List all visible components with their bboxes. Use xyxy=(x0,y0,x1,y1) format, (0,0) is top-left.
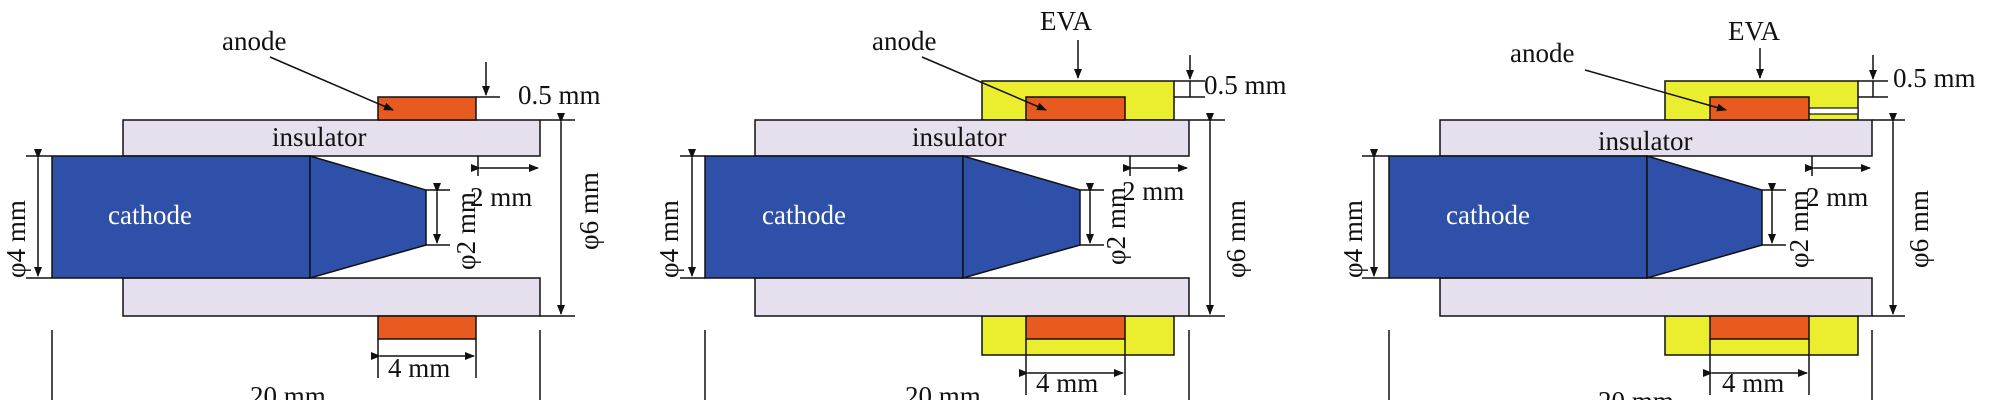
anode-label: anode xyxy=(1510,38,1574,68)
thickness-dimension: 0.5 mm xyxy=(476,62,601,110)
anode-bottom xyxy=(377,315,477,340)
anode-label: anode xyxy=(872,26,936,56)
anode-top xyxy=(1025,96,1126,121)
outer-diameter-dimension: φ6 mm xyxy=(1872,113,1934,317)
cathode-tip xyxy=(1646,154,1763,279)
thickness-dimension: 0.5 mm xyxy=(1174,55,1287,100)
total-length-value: 20 mm xyxy=(1598,386,1674,400)
anode-label: anode xyxy=(222,26,286,56)
panel-eva-gap: EVA anode insulator cathode 0.5 mm 2 mm … xyxy=(1338,16,1976,400)
eva-label: EVA xyxy=(1040,6,1093,36)
anode-top xyxy=(1709,96,1810,121)
insulator-bottom xyxy=(122,277,541,317)
gap-value: 2 mm xyxy=(470,182,532,212)
anode-length-value: 4 mm xyxy=(1722,368,1784,398)
gap-value: 2 mm xyxy=(1806,182,1868,212)
thickness-value: 0.5 mm xyxy=(1893,63,1976,93)
outer-diameter-value: φ6 mm xyxy=(1221,200,1251,278)
total-length-dimension: 20 mm xyxy=(704,330,1190,400)
tip-diameter-dimension: φ2 mm xyxy=(426,183,481,270)
tip-diameter-dimension: φ2 mm xyxy=(1762,183,1814,268)
eva-label: EVA xyxy=(1728,16,1781,46)
total-length-value: 20 mm xyxy=(905,381,981,400)
cathode-diameter-value: φ4 mm xyxy=(1,200,31,278)
anode-bottom xyxy=(1709,315,1810,340)
anode-length-dimension: 4 mm xyxy=(1703,339,1810,398)
insulator-bottom xyxy=(754,277,1190,317)
cathode-label: cathode xyxy=(762,200,846,230)
anode-bottom xyxy=(1025,315,1126,340)
gap-dimension: 2 mm xyxy=(1805,156,1871,212)
insulator-bottom xyxy=(1439,277,1873,317)
cathode-body xyxy=(1388,155,1648,279)
gap-value: 2 mm xyxy=(1122,176,1184,206)
outer-diameter-value: φ6 mm xyxy=(574,172,604,250)
cathode-body xyxy=(51,155,311,279)
cathode-diameter-value: φ4 mm xyxy=(654,200,684,278)
tip-diameter-value: φ2 mm xyxy=(1101,187,1131,265)
panel-bare: anode insulator cathode 0.5 mm 2 mm φ2 m… xyxy=(1,26,604,400)
cathode-diameter-dimension: φ4 mm xyxy=(1338,149,1389,279)
gap-dimension: 2 mm xyxy=(470,156,539,212)
cathode-body xyxy=(704,155,964,279)
thickness-value: 0.5 mm xyxy=(518,80,601,110)
cathode-label: cathode xyxy=(108,200,192,230)
outer-diameter-dimension: φ6 mm xyxy=(540,113,604,317)
cathode-diameter-value: φ4 mm xyxy=(1338,200,1368,278)
total-length-dimension: 20 mm xyxy=(51,330,541,400)
cathode-diameter-dimension: φ4 mm xyxy=(654,149,705,279)
insulator-label: insulator xyxy=(1598,126,1693,156)
insulator-top xyxy=(1439,119,1873,157)
anode-length-value: 4 mm xyxy=(1036,368,1098,398)
cathode-tip xyxy=(962,155,1081,279)
total-length-dimension: 20 mm xyxy=(1388,330,1873,400)
cathode-tip xyxy=(309,154,427,279)
thickness-dimension: 0.5 mm xyxy=(1858,55,1976,98)
anode-leader xyxy=(921,56,1047,111)
anode-length-dimension: 4 mm xyxy=(1019,339,1126,398)
anode-length-dimension: 4 mm xyxy=(371,339,477,383)
outer-diameter-dimension: φ6 mm xyxy=(1189,113,1251,317)
total-length-value: 20 mm xyxy=(250,381,326,400)
eva-slot xyxy=(1807,107,1859,115)
anode-top xyxy=(377,96,477,121)
insulator-label: insulator xyxy=(272,122,367,152)
anode-leader xyxy=(1584,69,1727,112)
gap-dimension: 2 mm xyxy=(1122,156,1188,206)
insulator-top xyxy=(122,119,541,157)
anode-length-value: 4 mm xyxy=(388,353,450,383)
cathode-label: cathode xyxy=(1446,200,1530,230)
thickness-value: 0.5 mm xyxy=(1204,70,1287,100)
cathode-diameter-dimension: φ4 mm xyxy=(1,149,52,279)
anode-leader xyxy=(269,56,394,111)
outer-diameter-value: φ6 mm xyxy=(1904,190,1934,268)
insulator-top xyxy=(754,119,1190,157)
tip-diameter-value: φ2 mm xyxy=(1784,190,1814,268)
panel-eva: EVA anode insulator cathode 0.5 mm 2 mm … xyxy=(654,6,1287,400)
insulator-label: insulator xyxy=(912,122,1007,152)
tip-diameter-value: φ2 mm xyxy=(451,192,481,270)
tip-diameter-dimension: φ2 mm xyxy=(1080,183,1131,265)
